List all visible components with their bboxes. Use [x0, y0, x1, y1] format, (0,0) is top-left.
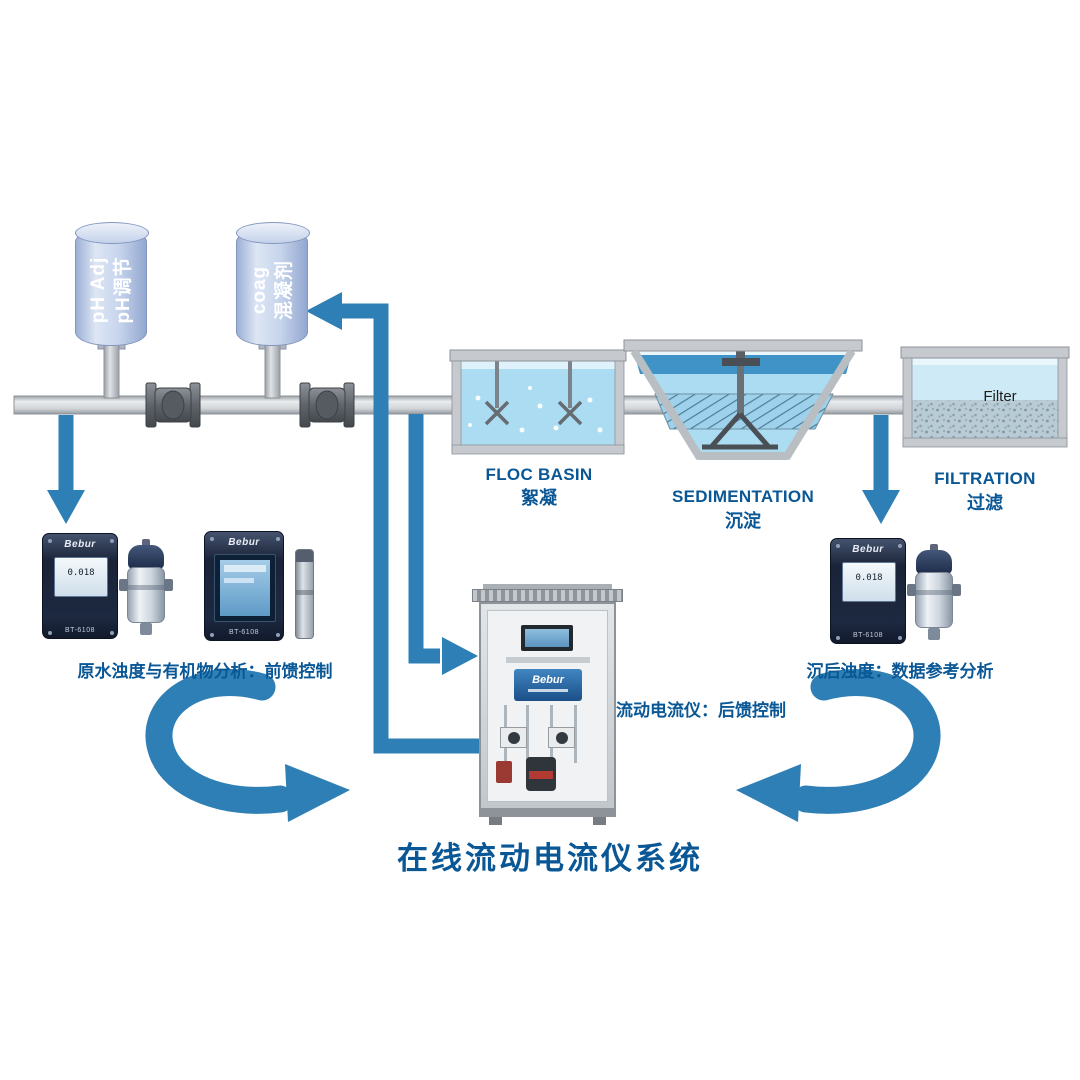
sensor-port-left [119, 579, 128, 591]
sensor-body [915, 572, 953, 628]
screw-dots [48, 539, 52, 543]
caption-raw-water: 原水浊度与有机物分析：前馈控制 [77, 662, 333, 681]
sensor-port-left [907, 584, 916, 596]
organics-probe [295, 549, 314, 639]
arrow-raw-sample-head [47, 490, 85, 524]
screen-reading: 0.018 [67, 568, 95, 578]
screen-reading: 0.018 [855, 573, 883, 583]
arrow-settled-sample-head [862, 490, 900, 524]
caption-settled-water: 沉后浊度：数据参考分析 [806, 662, 994, 681]
sensor-port-right [952, 584, 961, 596]
cabinet-top-cap [483, 584, 612, 589]
filter-media-label: Filter [983, 388, 1017, 405]
loop-arrow-right-head [736, 764, 801, 822]
arrow-feedback-dosing-head [306, 292, 342, 330]
loop-arrow-left-head [285, 764, 350, 822]
ph-tank-label: pH Adj pH调节 [88, 256, 134, 325]
analyzer-screen: 0.018 [842, 562, 896, 602]
filtration-label-en: FILTRATION [934, 469, 1036, 488]
dosing-pump-right [548, 727, 575, 748]
settled-turbidity-sensor [907, 544, 961, 640]
sedimentation-basin [623, 339, 863, 461]
organics-analyzer: Bebur BT-6108 [204, 531, 284, 641]
cabinet-controller-screen [521, 625, 573, 651]
sensor-cap [916, 550, 952, 574]
cabinet-crown [472, 589, 623, 602]
analyzer-screen: 0.018 [54, 557, 108, 597]
sample-cell-band [529, 771, 553, 779]
cabinet-base [479, 810, 616, 817]
bubbles [468, 386, 603, 433]
arrow-scm-sample-head [442, 637, 478, 675]
floc-basin [449, 349, 627, 455]
sedimentation-label-en: SEDIMENTATION [671, 487, 815, 506]
sensor-body [127, 567, 165, 623]
floc-basin-label-cn: 絮凝 [521, 488, 557, 508]
system-title: 在线流动电流仪系统 [397, 841, 703, 876]
screw-dots [210, 537, 214, 541]
scm-cabinet: Bebur [472, 584, 623, 825]
drain-pump [496, 761, 512, 783]
dosing-pump-left [500, 727, 527, 748]
flow-arrows [47, 292, 900, 754]
screw-dots [836, 544, 840, 548]
brand-logo: Bebur [228, 537, 260, 548]
model-label: BT-6108 [65, 627, 95, 634]
cabinet-body: Bebur [479, 602, 616, 810]
sensor-cap [128, 545, 164, 569]
probe-band [296, 590, 313, 595]
ph-dosing-tank: pH Adj pH调节 [75, 222, 149, 346]
caption-scm: 流动电流仪：后馈控制 [616, 701, 786, 720]
filtration-label-cn: 过滤 [967, 493, 1003, 513]
raw-turbidity-analyzer: Bebur 0.018 BT-6108 [42, 533, 118, 639]
floc-basin-label-en: FLOC BASIN [485, 465, 593, 484]
cabinet-leg-left [489, 817, 502, 825]
touchscreen-display [220, 560, 270, 616]
sensor-top-fitting [930, 544, 938, 552]
filtration-unit [900, 346, 1070, 448]
brand-logo: Bebur [852, 544, 884, 555]
sensor-drain [140, 623, 152, 635]
cabinet-leg-right [593, 817, 606, 825]
loop-arrow-right [792, 669, 941, 814]
loop-arrow-left [145, 669, 294, 814]
probe-cap [296, 550, 313, 562]
sensor-top-fitting [142, 539, 150, 547]
coag-tank-stem [258, 339, 287, 399]
settled-turbidity-analyzer: Bebur 0.018 BT-6108 [830, 538, 906, 644]
pipe-valve-1 [145, 382, 201, 428]
model-label: BT-6108 [229, 629, 259, 636]
ph-tank-stem [97, 339, 126, 399]
brand-logo: Bebur [532, 674, 564, 686]
coagulant-dosing-tank: coag 混凝剂 [236, 222, 310, 346]
cabinet-rail [506, 657, 590, 663]
pipe-valve-2 [299, 382, 355, 428]
raw-turbidity-sensor [119, 539, 173, 635]
cabinet-panel: Bebur [487, 610, 608, 802]
sensor-band [127, 585, 165, 590]
scm-module: Bebur [514, 669, 582, 701]
analyzer-touchscreen [214, 554, 276, 622]
arrow-scm-sample [408, 414, 440, 664]
sensor-drain [928, 628, 940, 640]
arrow-feedback-dosing [340, 303, 489, 754]
control-loop-arrows [145, 669, 941, 822]
controller-display [525, 629, 569, 647]
mixer-impellers [484, 400, 583, 426]
brand-logo: Bebur [64, 539, 96, 550]
sensor-band [915, 590, 953, 595]
sedimentation-label-cn: 沉淀 [725, 511, 761, 531]
model-label: BT-6108 [853, 632, 883, 639]
sample-cell [526, 757, 556, 791]
coagulant-tank-label: coag 混凝剂 [249, 260, 295, 321]
sensor-port-right [164, 579, 173, 591]
